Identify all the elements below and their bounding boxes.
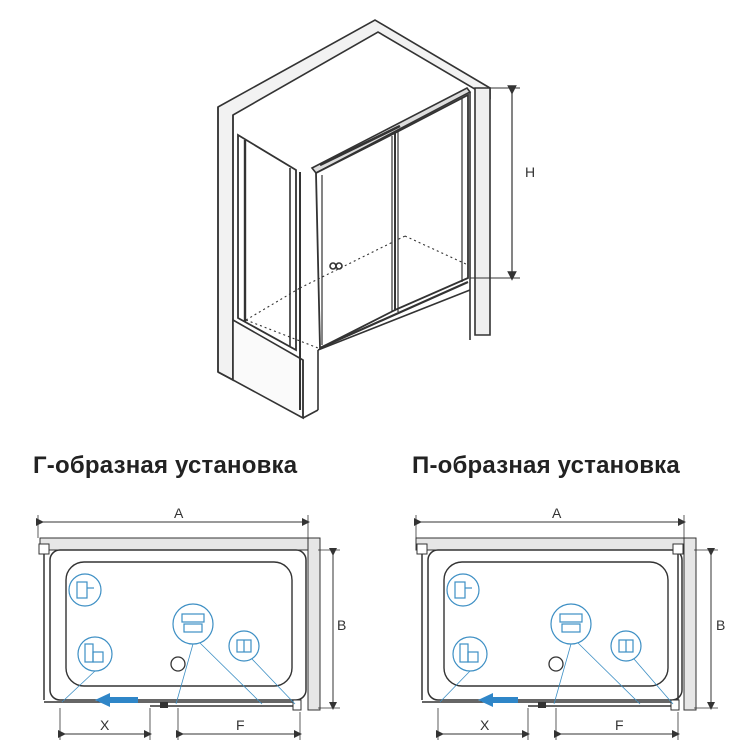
right-width-label: A bbox=[552, 505, 562, 521]
bathtub-inner bbox=[443, 561, 669, 687]
bathtub-outer bbox=[427, 549, 683, 701]
detail-icon-2 bbox=[77, 636, 113, 672]
right-fixed-label: F bbox=[615, 717, 624, 733]
right-door-label: X bbox=[480, 717, 490, 733]
heading-l-shaped-installation: Г-образная установка bbox=[33, 452, 298, 479]
sliding-direction-arrow bbox=[95, 693, 138, 707]
plan-wall-top bbox=[39, 537, 321, 551]
detail-icon-1 bbox=[446, 573, 480, 607]
side-glass-panel bbox=[237, 133, 297, 352]
bathtub-outer bbox=[49, 549, 307, 701]
right-depth-label: B bbox=[716, 617, 725, 633]
bathtub-inner bbox=[65, 561, 293, 687]
back-wall bbox=[217, 19, 491, 382]
detail-icon-4 bbox=[610, 630, 642, 662]
detail-icon-2 bbox=[452, 636, 488, 672]
left-door-label: X bbox=[100, 717, 110, 733]
side-wall bbox=[474, 87, 491, 336]
plan-l-shaped bbox=[36, 515, 340, 740]
left-depth-label: B bbox=[337, 617, 346, 633]
height-label: H bbox=[525, 164, 535, 180]
fixed-door-panel bbox=[394, 93, 469, 312]
drain-icon bbox=[548, 656, 564, 672]
isometric-view bbox=[217, 19, 520, 420]
left-width-label: A bbox=[174, 505, 184, 521]
heading-u-shaped-installation: П-образная установка bbox=[412, 452, 680, 479]
detail-icon-1 bbox=[68, 573, 102, 607]
sliding-direction-arrow bbox=[478, 693, 518, 707]
left-fixed-label: F bbox=[236, 717, 245, 733]
plan-wall-right bbox=[307, 537, 321, 711]
door-handle-icon bbox=[329, 262, 337, 270]
plan-u-shaped bbox=[414, 515, 718, 740]
detail-icon-4 bbox=[228, 630, 260, 662]
drain-icon bbox=[170, 656, 186, 672]
plan-wall-top bbox=[415, 537, 697, 551]
plan-wall-right bbox=[683, 537, 697, 711]
